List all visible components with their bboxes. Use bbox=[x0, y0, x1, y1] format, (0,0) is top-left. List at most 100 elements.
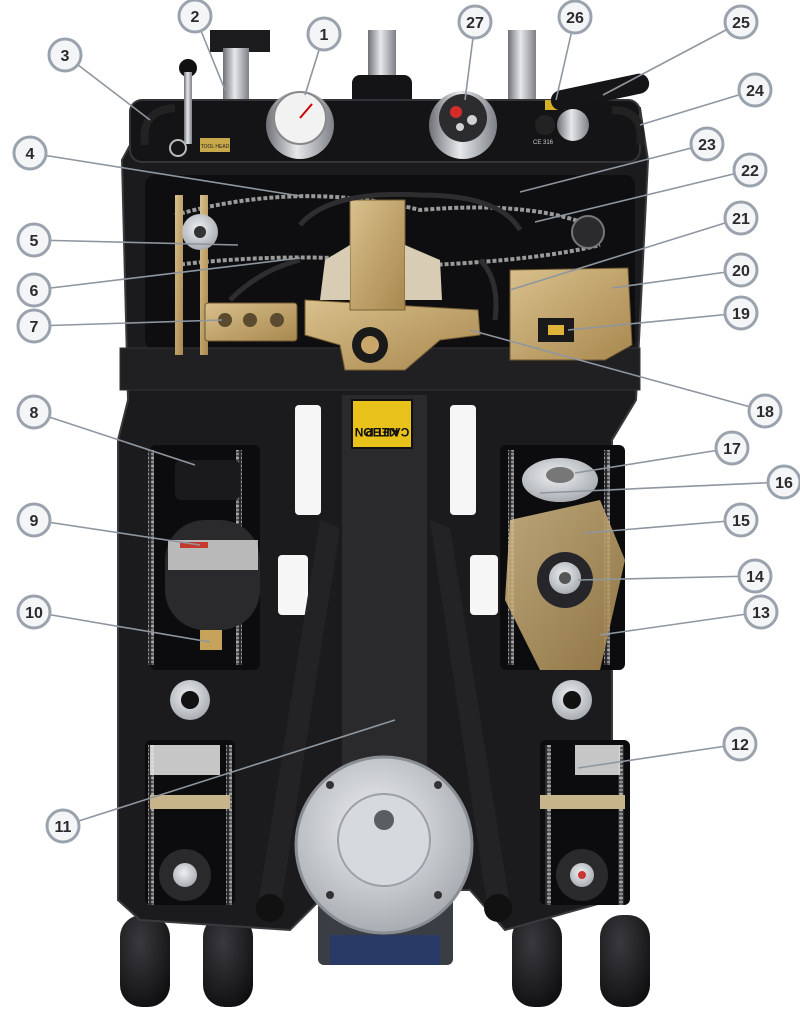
callout-circle-3 bbox=[47, 37, 83, 73]
callout-number-22: 22 bbox=[741, 163, 759, 180]
callout-circle-1 bbox=[306, 16, 342, 52]
callout-circle-7 bbox=[16, 308, 52, 344]
callout-leader-18 bbox=[469, 329, 766, 412]
callout-number-5: 5 bbox=[30, 233, 39, 250]
callout-number-25: 25 bbox=[732, 15, 750, 32]
callout-number-13: 13 bbox=[752, 605, 770, 622]
callout-number-8: 8 bbox=[30, 405, 39, 422]
callout-circle-6 bbox=[16, 272, 52, 308]
callout-circle-9 bbox=[16, 502, 52, 538]
callout-circle-20 bbox=[723, 252, 759, 288]
callout-leader-20 bbox=[611, 269, 742, 289]
callout-leader-11 bbox=[62, 719, 396, 827]
lower-sprockets bbox=[150, 745, 625, 901]
central-carriage bbox=[304, 199, 481, 371]
callout-number-19: 19 bbox=[732, 306, 750, 323]
callout-circle-25 bbox=[723, 4, 759, 40]
callout-leader-22 bbox=[534, 169, 751, 223]
callout-number-27: 27 bbox=[466, 15, 484, 32]
callout-circle-21 bbox=[723, 200, 759, 236]
callout-number-17: 17 bbox=[723, 441, 741, 458]
plate-left-text: TOOL HEAD bbox=[201, 144, 230, 150]
upper-left-mechanism bbox=[175, 195, 605, 355]
frame-ports bbox=[170, 680, 592, 720]
callout-number-2: 2 bbox=[191, 9, 200, 26]
callout-circle-18 bbox=[747, 393, 783, 429]
callout-labels: 1234567891011121314151617181920212223242… bbox=[12, 0, 800, 844]
callout-circle-11 bbox=[45, 808, 81, 844]
callout-leader-5 bbox=[33, 239, 239, 246]
callout-leader-25 bbox=[602, 21, 742, 96]
right-pulley-assembly bbox=[505, 458, 625, 670]
callout-number-3: 3 bbox=[61, 48, 70, 65]
callout-leader-8 bbox=[33, 411, 196, 466]
callout-number-11: 11 bbox=[55, 819, 72, 836]
callout-circle-12 bbox=[722, 726, 758, 762]
callout-leader-3 bbox=[64, 54, 151, 121]
callout-circle-10 bbox=[16, 594, 52, 630]
callout-leader-16 bbox=[539, 481, 785, 494]
caution-sign-line1: CAUTION bbox=[355, 425, 410, 439]
callout-circle-8 bbox=[16, 394, 52, 430]
callout-leader-21 bbox=[509, 217, 742, 291]
wheels bbox=[120, 915, 650, 1007]
callout-number-12: 12 bbox=[731, 737, 749, 754]
base-motor bbox=[294, 755, 474, 965]
callout-circle-2 bbox=[177, 0, 213, 34]
callout-number-18: 18 bbox=[756, 404, 774, 421]
callout-number-14: 14 bbox=[746, 569, 764, 586]
callout-leader-17 bbox=[574, 447, 733, 474]
callout-leader-9 bbox=[33, 519, 201, 546]
callout-leader-15 bbox=[584, 519, 742, 534]
callout-circle-23 bbox=[689, 126, 725, 162]
top-gauges bbox=[266, 91, 589, 159]
callout-number-23: 23 bbox=[698, 137, 716, 154]
callout-leader-4 bbox=[29, 152, 301, 197]
callout-number-7: 7 bbox=[30, 319, 39, 336]
callout-circle-22 bbox=[732, 152, 768, 188]
callout-circle-5 bbox=[16, 222, 52, 258]
callout-circle-15 bbox=[723, 502, 759, 538]
callout-circle-26 bbox=[557, 0, 593, 35]
callout-leader-23 bbox=[519, 143, 708, 193]
callout-number-24: 24 bbox=[746, 83, 764, 100]
callout-number-10: 10 bbox=[25, 605, 43, 622]
callout-number-9: 9 bbox=[30, 513, 39, 530]
callout-number-20: 20 bbox=[732, 263, 750, 280]
frame-openings bbox=[278, 405, 498, 615]
callout-number-21: 21 bbox=[732, 211, 750, 228]
callout-circle-27 bbox=[457, 4, 493, 40]
callout-leader-12 bbox=[577, 743, 741, 769]
callout-circle-24 bbox=[737, 72, 773, 108]
callout-leader-14 bbox=[577, 575, 756, 581]
caution-sign-line2: KEEP bbox=[366, 425, 399, 439]
callout-number-6: 6 bbox=[30, 283, 39, 300]
caution-sign: CAUTION KEEP bbox=[351, 399, 413, 449]
callout-number-16: 16 bbox=[775, 475, 793, 492]
center-belt bbox=[342, 395, 427, 800]
callout-number-15: 15 bbox=[732, 513, 750, 530]
callout-circle-19 bbox=[723, 295, 759, 331]
callout-circle-14 bbox=[737, 558, 773, 594]
callout-leader-10 bbox=[33, 611, 211, 643]
callout-leader-13 bbox=[599, 611, 762, 636]
callout-number-26: 26 bbox=[566, 10, 584, 27]
callout-circle-16 bbox=[766, 464, 800, 500]
callout-leaders bbox=[29, 15, 785, 827]
callout-leader-19 bbox=[567, 312, 742, 331]
callout-circle-13 bbox=[743, 594, 779, 630]
panel-plates: TOOL HEAD CE 316 bbox=[200, 138, 554, 152]
hoses bbox=[228, 191, 523, 321]
callout-circle-17 bbox=[714, 430, 750, 466]
callout-leader-24 bbox=[639, 89, 756, 126]
callout-number-1: 1 bbox=[320, 27, 329, 44]
callout-circle-4 bbox=[12, 135, 48, 171]
legs bbox=[256, 520, 512, 922]
callout-leader-7 bbox=[33, 319, 223, 327]
manifold-block bbox=[204, 302, 298, 342]
plate-right-text: CE 316 bbox=[533, 140, 554, 146]
accumulator-tank bbox=[165, 460, 260, 650]
callout-number-4: 4 bbox=[26, 146, 35, 163]
